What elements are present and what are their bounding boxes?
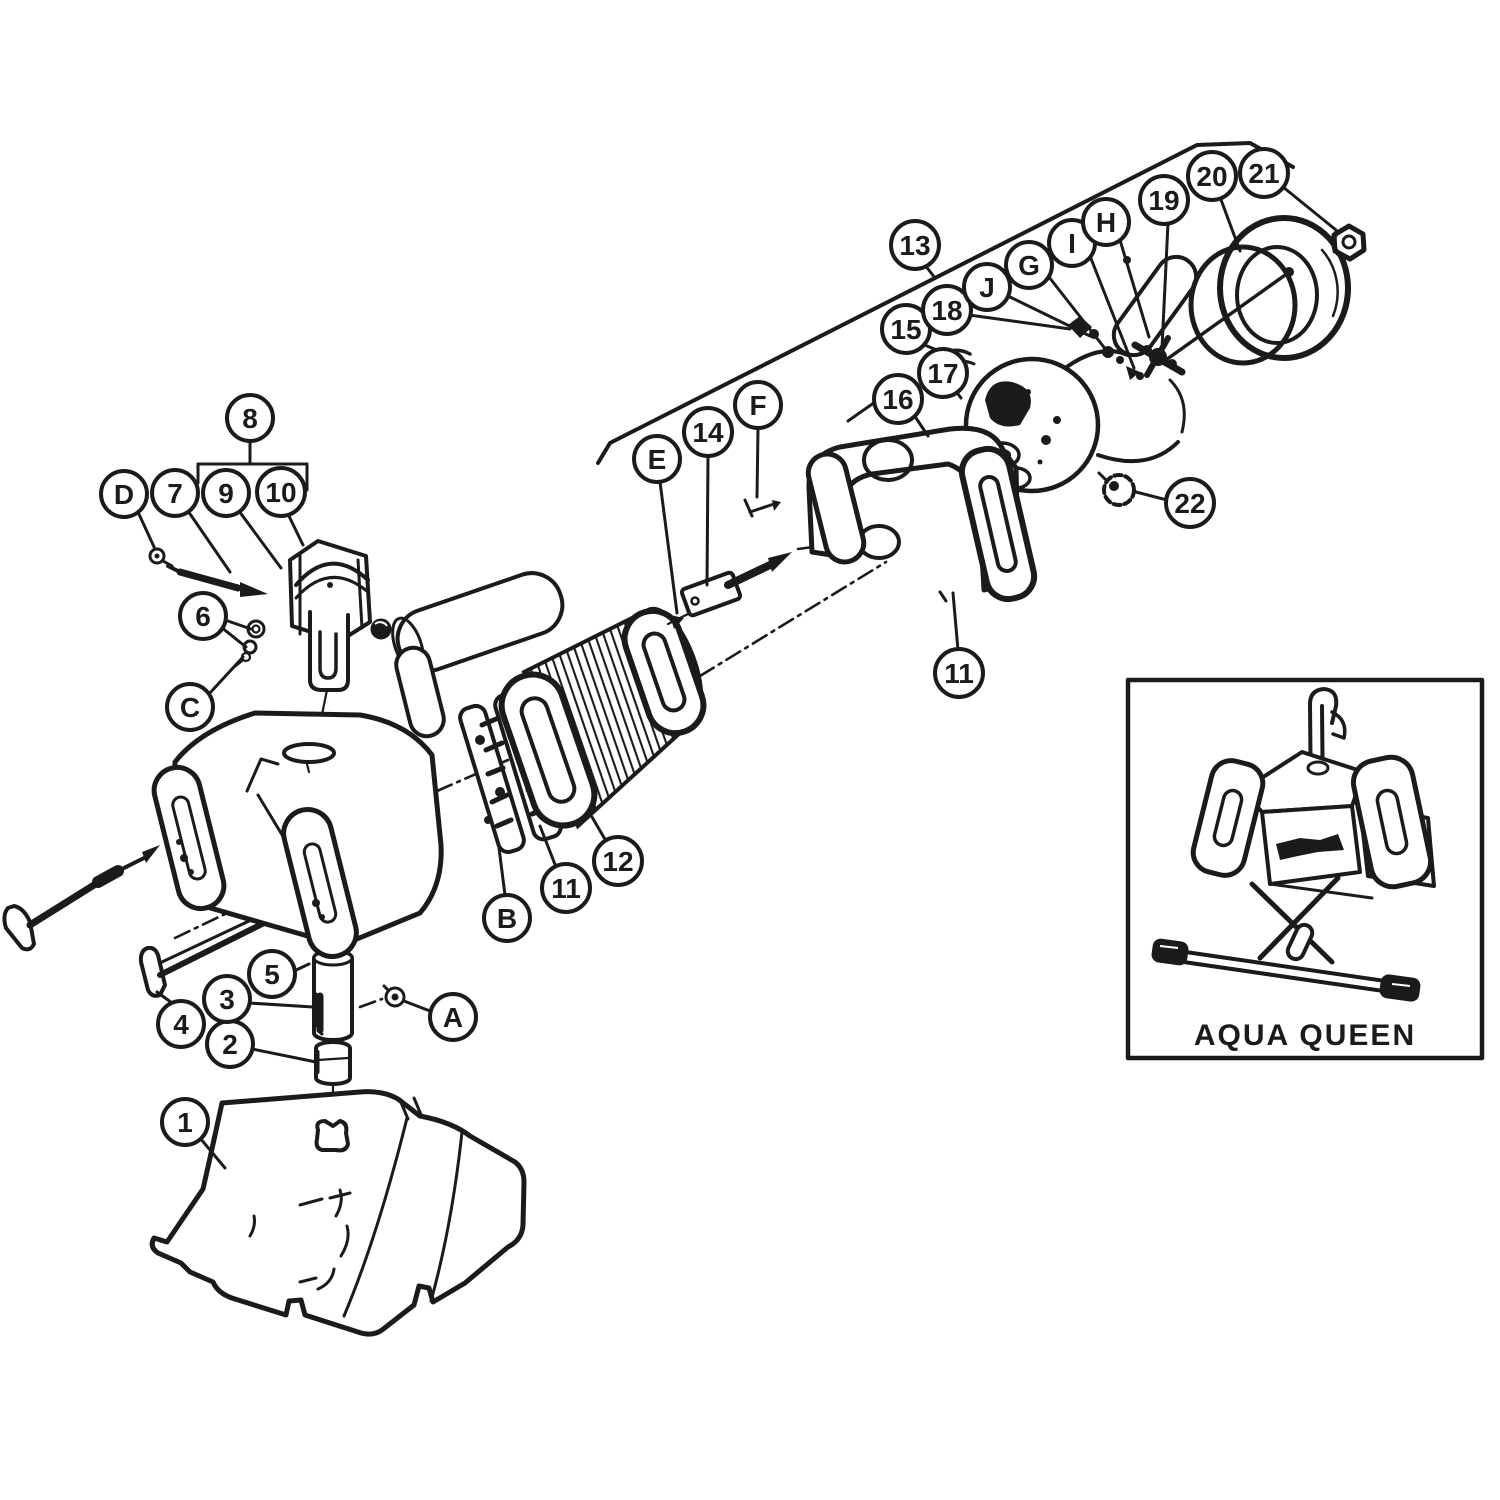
callout-E: E	[632, 434, 682, 615]
callout-label-17: 17	[927, 358, 958, 389]
part-bracket-assembly	[288, 539, 372, 692]
callout-22: 22	[1134, 477, 1216, 529]
part-screw-f	[743, 498, 781, 518]
part-cap-22	[1097, 471, 1136, 507]
callout-label-I: I	[1068, 228, 1076, 259]
callout-label-F: F	[749, 390, 766, 421]
callout-label-14: 14	[692, 417, 724, 448]
callout-A: A	[402, 992, 478, 1042]
callout-label-8: 8	[242, 403, 258, 434]
callout-16: 16	[872, 373, 930, 438]
part-shaft-nut	[1330, 223, 1367, 262]
callout-label-J: J	[979, 272, 995, 303]
callout-C: C	[165, 655, 245, 732]
part-pivot-pin-7	[166, 564, 268, 597]
callout-label-11: 11	[944, 658, 974, 689]
part-strap-ring-right	[621, 607, 707, 737]
callout-14: 14	[682, 406, 734, 587]
inset-product-box: AQUA QUEEN	[1125, 677, 1485, 1061]
callout-8: 8	[196, 393, 309, 492]
part-o-ring	[1188, 244, 1298, 366]
callout-label-13: 13	[899, 230, 930, 261]
callout-label-9: 9	[218, 478, 234, 509]
callout-label-19: 19	[1148, 185, 1179, 216]
callout-11: 11	[933, 591, 985, 699]
part-grip-pad	[958, 445, 1038, 603]
callout-15: 15	[880, 303, 944, 355]
callout-label-18: 18	[931, 295, 962, 326]
callout-B: B	[482, 846, 532, 943]
callout-F: F	[733, 380, 783, 499]
part-handle-rod-upper	[2, 845, 160, 952]
callout-label-11: 11	[551, 873, 581, 904]
callout-13: 13	[889, 219, 941, 280]
callout-label-10: 10	[265, 477, 296, 508]
inset-machine-drawing	[1151, 687, 1436, 1002]
inset-label: AQUA QUEEN	[1194, 1019, 1416, 1052]
callout-label-1: 1	[177, 1107, 193, 1138]
part-hex-nuts-6	[242, 619, 266, 655]
ring-axis-line	[1161, 267, 1294, 364]
callout-label-15: 15	[890, 314, 921, 345]
part-strap-ring-left	[498, 671, 598, 829]
callout-J: J	[962, 262, 1092, 338]
callout-7: 7	[150, 468, 232, 574]
callout-label-2: 2	[222, 1029, 238, 1060]
callout-4: 4	[155, 990, 206, 1049]
callout-label-D: D	[114, 479, 134, 510]
callout-label-5: 5	[264, 959, 280, 990]
callout-D: D	[99, 469, 157, 551]
callout-label-E: E	[648, 444, 667, 475]
callout-3: 3	[202, 974, 315, 1024]
callout-20: 20	[1186, 150, 1242, 253]
callout-label-16: 16	[882, 384, 913, 415]
callout-10: 10	[255, 466, 307, 547]
callout-label-20: 20	[1196, 161, 1227, 192]
callout-H: H	[1081, 197, 1151, 339]
part-spring-bushing	[314, 1040, 352, 1086]
part-hex-nut-right	[370, 618, 392, 640]
callout-11: 11	[538, 824, 592, 914]
part-screw-e	[666, 612, 690, 629]
callout-19: 19	[1138, 174, 1190, 350]
part-lock-nut-a	[382, 984, 406, 1008]
callout-1: 1	[160, 1097, 227, 1170]
part-body-loop-right	[281, 807, 359, 959]
callout-label-3: 3	[219, 984, 235, 1015]
callout-label-B: B	[497, 903, 517, 934]
part-body-loop-left	[151, 764, 227, 912]
part-roller-tube	[391, 571, 565, 674]
callout-label-21: 21	[1248, 158, 1279, 189]
callout-label-G: G	[1018, 250, 1040, 281]
part-bracket-loop	[805, 451, 867, 565]
callout-label-C: C	[180, 692, 200, 723]
callout-label-12: 12	[602, 846, 633, 877]
part-front-loop-handle	[394, 645, 446, 739]
callout-18: 18	[921, 284, 1072, 336]
callout-21: 21	[1238, 147, 1338, 232]
callout-12: 12	[590, 815, 644, 887]
callout-label-22: 22	[1174, 488, 1205, 519]
callout-label-6: 6	[195, 601, 211, 632]
part-retainer-ring	[1217, 215, 1351, 361]
callout-6: 6	[178, 591, 253, 649]
part-anchor-plate-14	[679, 552, 792, 618]
callout-9: 9	[201, 468, 283, 570]
callout-17: 17	[917, 347, 969, 400]
part-bolt-d	[148, 547, 174, 568]
part-handle-rod-lower	[138, 876, 302, 998]
callout-2: 2	[205, 1019, 318, 1069]
part-base-shell	[149, 1089, 527, 1337]
callout-5: 5	[247, 949, 311, 999]
callout-label-A: A	[443, 1002, 463, 1033]
callout-label-4: 4	[173, 1009, 189, 1040]
callout-label-7: 7	[167, 478, 183, 509]
callout-G: G	[1004, 240, 1112, 357]
callout-label-H: H	[1096, 207, 1116, 238]
